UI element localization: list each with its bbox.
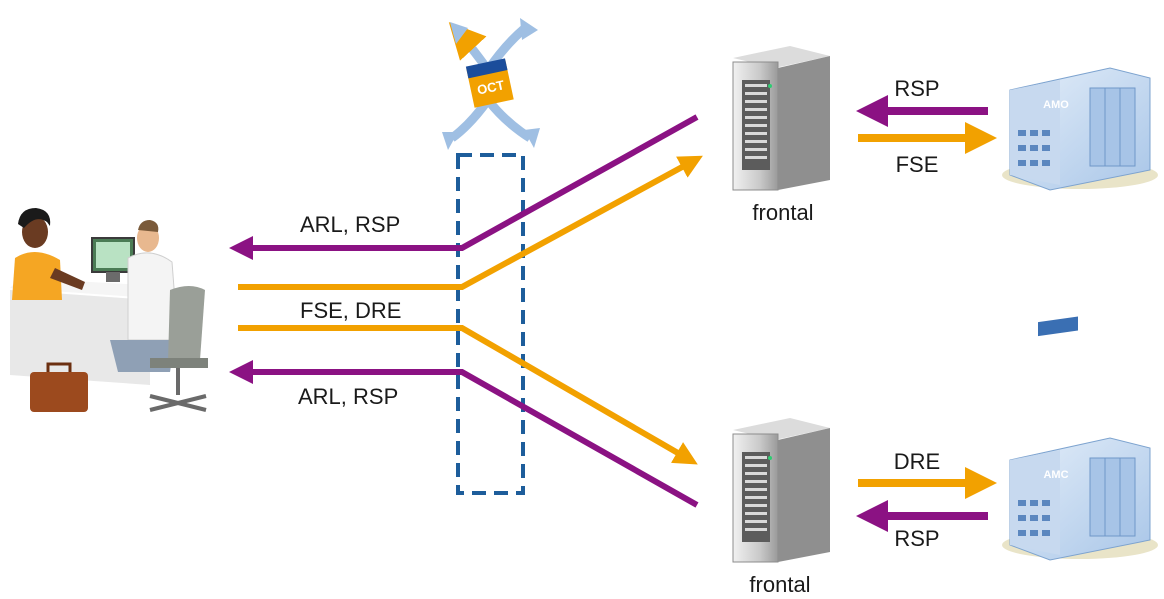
building-sign-top: AMO	[1043, 99, 1069, 111]
oct-badge-text: OCT	[476, 77, 506, 97]
label-left-middle: FSE, DRE	[300, 298, 401, 323]
people-at-desk-icon	[10, 208, 208, 412]
label-frontal-top: frontal	[752, 200, 813, 225]
server-icon	[732, 418, 830, 563]
oct-dashed-box	[456, 153, 525, 495]
building-icon	[1002, 316, 1158, 561]
label-left-top: ARL, RSP	[300, 212, 400, 237]
label-right-bottom-upper: DRE	[894, 449, 940, 474]
label-right-top-lower: FSE	[896, 152, 939, 177]
oct-router-icon: OCT	[442, 18, 540, 150]
flow-arl-rsp-top	[229, 114, 699, 260]
flow-arl-rsp-bottom	[229, 360, 699, 508]
label-right-top-upper: RSP	[894, 76, 939, 101]
flow-dre-bottom	[238, 325, 698, 465]
label-frontal-bottom: frontal	[749, 572, 810, 597]
briefcase-icon	[30, 362, 88, 412]
building-sign-bottom: AMC	[1043, 469, 1068, 481]
label-right-bottom-lower: RSP	[894, 526, 939, 551]
label-left-bottom: ARL, RSP	[298, 384, 398, 409]
server-icon	[732, 46, 830, 191]
building-icon	[1002, 67, 1158, 191]
flow-fse-top	[238, 155, 703, 290]
